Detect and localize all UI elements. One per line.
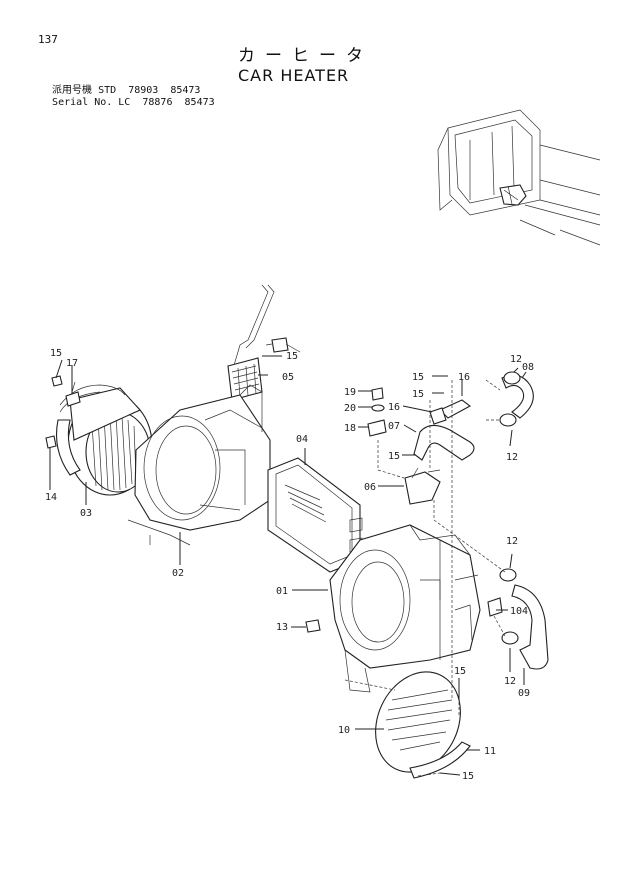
part-02-housing <box>127 384 271 546</box>
part-12-clamp <box>501 631 519 645</box>
title-english: CAR HEATER <box>238 66 350 85</box>
part-19-bolt <box>371 387 384 401</box>
callout-09: 09 <box>518 688 530 699</box>
callout-15: 15 <box>50 348 62 359</box>
callout-05: 05 <box>282 372 294 383</box>
callout-15: 15 <box>454 666 466 677</box>
callout-19: 19 <box>344 387 356 398</box>
part-12-clamp <box>499 413 517 427</box>
leader-lines <box>49 355 527 777</box>
callout-01: 01 <box>276 586 288 597</box>
callout-15: 15 <box>388 451 400 462</box>
part-17-connector <box>65 381 81 407</box>
callout-14: 14 <box>45 492 57 503</box>
callout-07: 07 <box>388 421 400 432</box>
part-07-hose <box>413 424 475 461</box>
part-03-blower-fan <box>55 384 153 496</box>
part-12-clamp <box>499 568 517 582</box>
callout-15: 15 <box>462 771 474 782</box>
callout-104: 104 <box>510 606 528 617</box>
machine-location-thumbnail <box>437 109 601 246</box>
part-04-heater-core <box>267 457 363 573</box>
part-06-water-valve <box>404 467 441 505</box>
serial-row: 派用号機 STD 78903 85473 <box>40 76 200 96</box>
callout-12: 12 <box>510 354 522 365</box>
part-13-screw <box>305 619 321 633</box>
callout-15: 15 <box>412 372 424 383</box>
part-10-cover-grille <box>375 671 461 773</box>
callout-06: 06 <box>364 482 376 493</box>
serial-label: Serial No. LC <box>52 97 131 108</box>
callout-12: 12 <box>506 452 518 463</box>
callout-16: 16 <box>458 372 470 383</box>
callout-18: 18 <box>344 423 356 434</box>
callout-17: 17 <box>66 358 78 369</box>
title-japanese: カーヒータ <box>238 46 373 66</box>
callout-12: 12 <box>504 676 516 687</box>
callout-02: 02 <box>172 568 184 579</box>
callout-12: 12 <box>506 536 518 547</box>
part-16-fitting <box>429 399 472 425</box>
part-14-screw <box>45 435 57 449</box>
part-08-hose <box>501 374 534 419</box>
part-01-main-housing <box>329 524 481 693</box>
callout-08: 08 <box>522 362 534 373</box>
serial-to: 85473 <box>184 97 215 108</box>
serial-label: 派用号機 STD <box>52 85 117 96</box>
serial-from: 78876 <box>142 97 173 108</box>
serial-from: 78903 <box>128 85 159 96</box>
part-20-washer <box>371 404 385 412</box>
callout-20: 20 <box>344 403 356 414</box>
callout-15: 15 <box>286 351 298 362</box>
part-104-fitting <box>487 597 503 617</box>
callout-11: 11 <box>484 746 496 757</box>
part-12-clamp <box>503 371 521 385</box>
part-11-band <box>409 741 471 779</box>
callout-16: 16 <box>388 402 400 413</box>
serial-to: 85473 <box>170 85 201 96</box>
page-number: 137 <box>38 33 58 46</box>
serial-row: Serial No. LC 78876 85473 <box>40 88 215 108</box>
callout-03: 03 <box>80 508 92 519</box>
part-15-screw <box>51 375 63 387</box>
callout-13: 13 <box>276 622 288 633</box>
callout-15: 15 <box>412 389 424 400</box>
callout-labels: 15 17 14 03 02 04 05 15 01 13 10 11 15 1… <box>45 348 534 782</box>
part-09-hose <box>511 584 549 670</box>
callout-10: 10 <box>338 725 350 736</box>
part-18-bracket <box>367 419 387 437</box>
callout-04: 04 <box>296 434 308 445</box>
